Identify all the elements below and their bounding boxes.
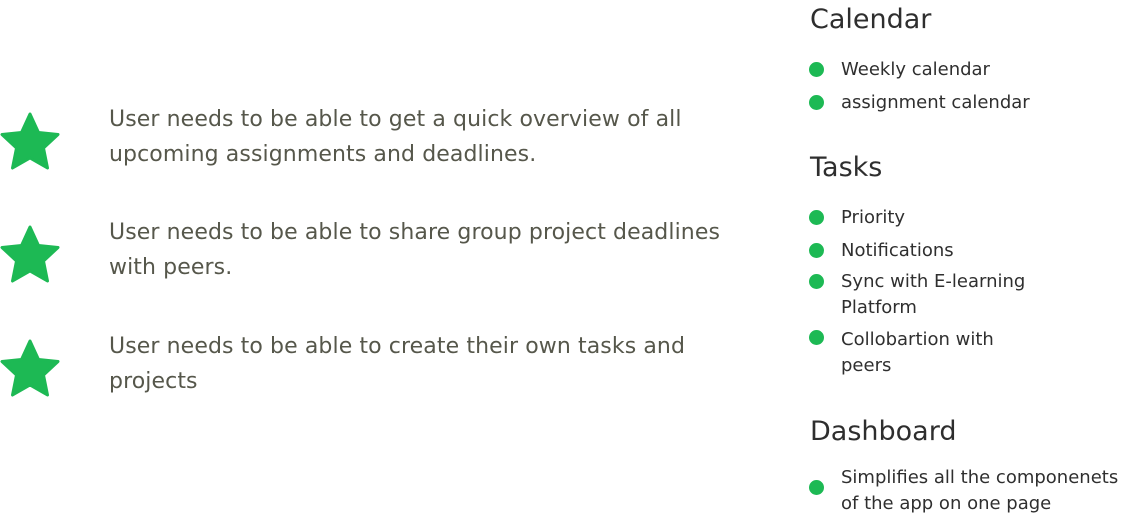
list-item-label: Notifications <box>841 240 954 261</box>
requirement-text: User needs to be able to create their ow… <box>109 334 686 394</box>
star-icon <box>0 225 60 285</box>
bullet-icon <box>809 62 824 77</box>
list-item-label: Weekly calendar <box>841 59 990 80</box>
section-title-calendar: Calendar <box>810 4 932 35</box>
requirement-item: User needs to be able to get a quick ove… <box>0 102 760 182</box>
requirement-item: User needs to be able to create their ow… <box>0 329 760 409</box>
star-icon <box>0 339 60 399</box>
bullet-icon <box>809 210 824 225</box>
bullet-icon <box>809 95 824 110</box>
list-item-label: Sync with E-learning Platform <box>841 271 1026 318</box>
list-item-label: Priority <box>841 207 906 228</box>
requirement-text: User needs to be able to share group pro… <box>109 220 721 280</box>
section-title-tasks: Tasks <box>810 152 883 183</box>
requirement-text: User needs to be able to get a quick ove… <box>109 107 682 167</box>
list-item-label: assignment calendar <box>841 92 1030 113</box>
bullet-icon <box>809 274 824 289</box>
bullet-icon <box>809 480 824 495</box>
star-icon <box>0 112 60 172</box>
bullet-icon <box>809 330 824 345</box>
list-item-label: Collobartion with peers <box>841 329 994 376</box>
list-item-label: Simplifies all the componenets of the ap… <box>841 467 1119 514</box>
bullet-icon <box>809 243 824 258</box>
requirement-item: User needs to be able to share group pro… <box>0 215 760 295</box>
section-title-dashboard: Dashboard <box>810 416 957 447</box>
